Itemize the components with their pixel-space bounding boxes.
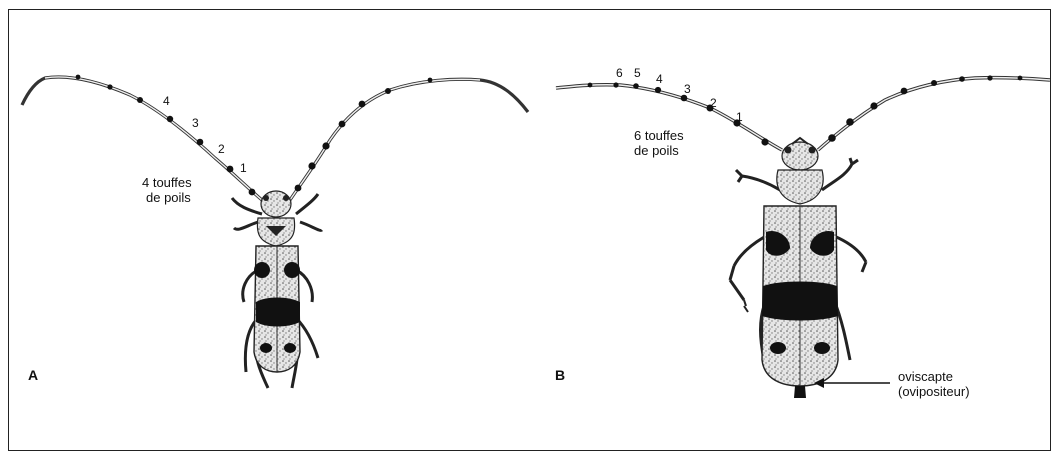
tufts-label-b-line1: 6 touffes — [634, 128, 684, 143]
segment-number-b-2: 2 — [710, 96, 717, 110]
tufts-label-a-line2: de poils — [142, 190, 192, 205]
ovipositor-label: oviscapte (ovipositeur) — [898, 369, 970, 399]
beetle-a — [22, 75, 528, 388]
segment-number-b-6: 6 — [616, 66, 623, 80]
beetle-a-right-antenna-tufts — [295, 78, 433, 192]
ovipositor-label-line2: (ovipositeur) — [898, 384, 970, 399]
segment-number-b-3: 3 — [684, 82, 691, 96]
segment-number-b-5: 5 — [634, 66, 641, 80]
tufts-label-a-line1: 4 touffes — [142, 175, 192, 190]
tufts-label-b: 6 touffes de poils — [634, 128, 684, 158]
beetle-b — [556, 75, 1050, 398]
ovipositor — [794, 386, 806, 398]
tufts-label-b-line2: de poils — [634, 143, 684, 158]
ovipositor-label-line1: oviscapte — [898, 369, 970, 384]
segment-number-b-1: 1 — [736, 110, 743, 124]
tufts-label-a: 4 touffes de poils — [142, 175, 192, 205]
segment-number-a-1: 1 — [240, 161, 247, 175]
segment-number-b-4: 4 — [656, 72, 663, 86]
segment-number-a-4: 4 — [163, 94, 170, 108]
segment-number-a-3: 3 — [192, 116, 199, 130]
panel-letter-b: B — [555, 367, 565, 383]
panel-letter-a: A — [28, 367, 38, 383]
beetle-b-right-antenna — [818, 78, 1050, 150]
beetle-a-right-antenna — [290, 79, 528, 200]
segment-number-a-2: 2 — [218, 142, 225, 156]
